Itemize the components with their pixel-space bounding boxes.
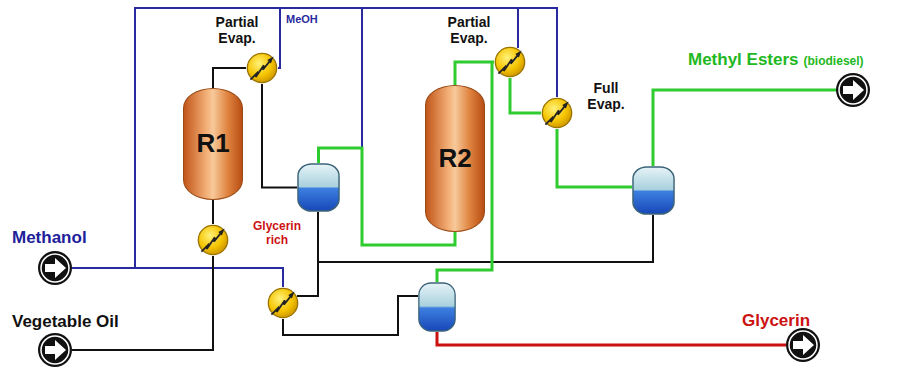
decanter	[419, 283, 455, 331]
product-label: Glycerin	[742, 311, 810, 331]
label-anchor: Methyl Esters	[688, 50, 799, 70]
feed-label: Methanol	[12, 228, 87, 248]
ester-line	[557, 129, 632, 187]
ester-line	[510, 78, 541, 113]
exchanger-symbol	[494, 46, 526, 78]
equipment-label: Partial Evap.	[438, 14, 500, 46]
heat-exchanger	[268, 288, 297, 317]
label-anchor: MeOH	[286, 13, 318, 26]
reactor-vessel: R2	[425, 85, 485, 232]
recycle-line	[318, 215, 653, 262]
glycerin-line	[283, 296, 418, 335]
exchanger-symbol	[495, 47, 524, 76]
label-anchor: (biodiesel)	[804, 55, 864, 69]
reactor-name: R2	[438, 144, 471, 174]
exchanger-symbol	[541, 97, 573, 129]
inlet-arrow	[38, 251, 72, 285]
label-anchor: Methanol	[12, 228, 87, 248]
decanter-symbol	[297, 163, 340, 212]
decanter	[633, 167, 674, 214]
outlet-arrow	[836, 73, 870, 107]
process-line	[213, 68, 246, 88]
exchanger-symbol	[247, 53, 276, 82]
methanol-line	[361, 8, 363, 148]
methanol-lines	[72, 8, 557, 287]
process-line	[262, 84, 297, 188]
exchanger-symbol	[542, 98, 571, 127]
inlet-arrow	[38, 333, 72, 367]
heat-exchanger: Full Evap.	[541, 97, 573, 129]
product-label: Methyl Esters	[688, 50, 799, 70]
equipment-label: Full Evap.	[580, 80, 632, 112]
decanter-symbol	[298, 164, 339, 211]
label-anchor: Vegetable Oil	[12, 312, 119, 332]
outlet-arrow	[786, 328, 820, 362]
methanol-line	[278, 8, 280, 68]
heat-exchanger	[198, 225, 227, 254]
methanol-line	[72, 268, 283, 287]
methanol-line	[517, 8, 519, 48]
heat-exchanger: Partial Evap.	[494, 46, 526, 78]
equipment-label: Partial Evap.	[206, 14, 268, 46]
ester-line	[455, 62, 494, 85]
oil-feed-line	[212, 200, 214, 224]
reactor-name: R1	[196, 129, 229, 159]
exchanger-symbol	[246, 52, 278, 84]
glycerin-product-line	[437, 332, 786, 345]
ester-lines	[437, 62, 836, 282]
reactor-vessel: R1	[183, 88, 243, 200]
oil-feed-line	[72, 256, 213, 350]
label-anchor: Glycerin	[742, 311, 810, 331]
equipment-label: Glycerin rich	[248, 220, 306, 248]
stream-label: MeOH	[286, 13, 318, 26]
product-label: (biodiesel)	[804, 55, 864, 69]
methanol-header	[135, 8, 557, 268]
heat-exchanger: Partial Evap.	[246, 52, 278, 84]
decanter: Glycerin rich	[297, 163, 340, 212]
feed-label: Vegetable Oil	[12, 312, 119, 332]
ester-product-line	[653, 90, 836, 166]
